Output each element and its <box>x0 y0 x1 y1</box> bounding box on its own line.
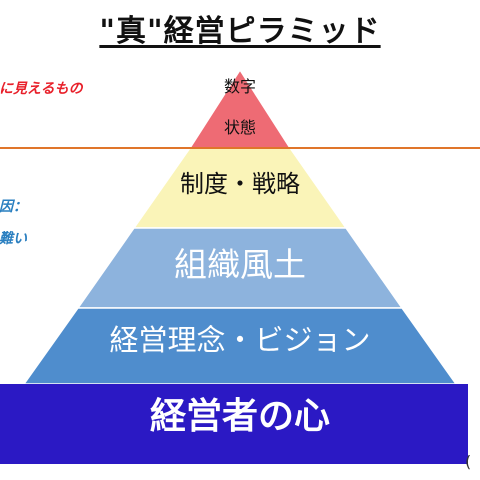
layer2-label: 制度・戦略 <box>180 170 300 198</box>
tip-label-line2: 状態 <box>223 118 256 137</box>
tip-label-line1: 数字 <box>223 77 256 96</box>
factor-note-line1: 因： <box>0 199 27 215</box>
factor-note-line2: 難い <box>0 231 27 247</box>
pyramid-base-layer <box>0 384 468 464</box>
visibility-divider-line <box>0 147 480 149</box>
visible-things-note: に見えるもの <box>0 81 83 97</box>
base-label: 経営者の心 <box>149 396 330 437</box>
corner-mark: ( <box>465 452 472 471</box>
page-title: "真"経営ピラミッド <box>99 14 381 49</box>
layer3-label: 組織風土 <box>174 245 306 284</box>
layer4-label: 経営理念・ビジョン <box>109 323 371 357</box>
